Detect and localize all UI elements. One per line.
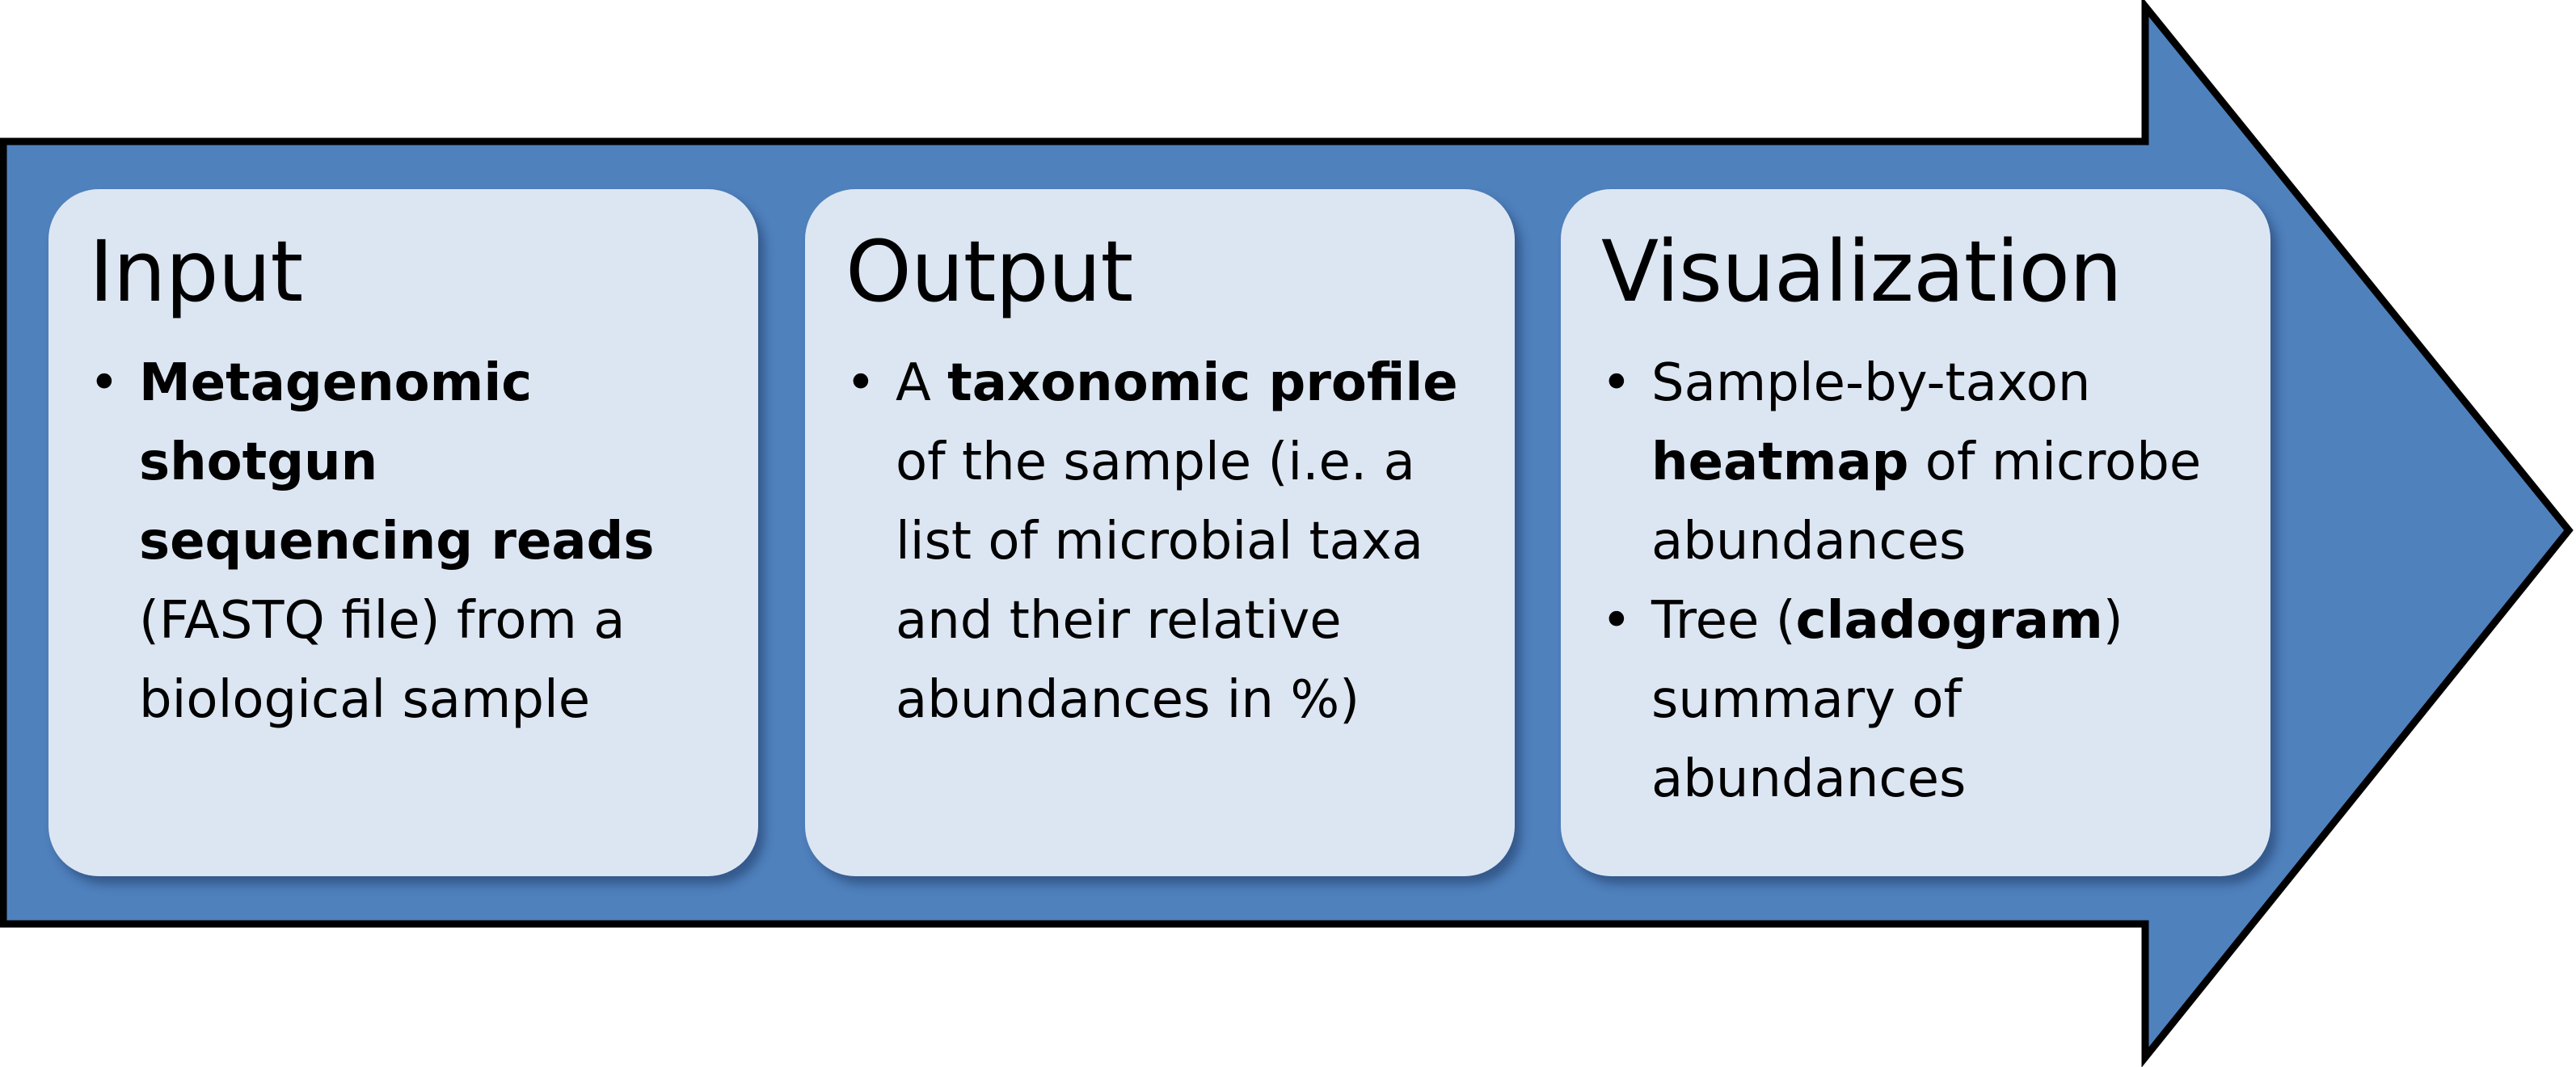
bold-text: cladogram [1795,590,2103,651]
text: ) summary of abundances [1651,590,2123,809]
panel-title: Input [89,222,303,321]
bold-text: taxonomic profile [947,352,1458,413]
text: of microbe abundances [1651,432,2202,571]
input-panel: Input Metagenomic shotgun sequencing rea… [48,189,758,876]
bullet-list: A taxonomic profile of the sample (i.e. … [845,344,1482,740]
text: (FASTQ file) from a biological sample [139,590,626,730]
bullet-list: Metagenomic shotgun sequencing reads (FA… [89,344,726,740]
text: Tree ( [1651,590,1796,651]
bullet-item: A taxonomic profile of the sample (i.e. … [845,344,1482,740]
text: Sample-by-taxon [1651,352,2091,413]
panel-title: Visualization [1601,222,2123,321]
bullet-list: Sample-by-taxon heatmap of microbe abund… [1601,344,2238,819]
bold-text: heatmap [1651,432,1909,492]
bullet-item: Tree (cladogram) summary of abundances [1601,581,2238,819]
panel-title: Output [845,222,1133,321]
text: A [896,352,948,413]
visualization-panel: Visualization Sample-by-taxon heatmap of… [1561,189,2270,876]
output-panel: Output A taxonomic profile of the sample… [805,189,1515,876]
bullet-item: Metagenomic shotgun sequencing reads (FA… [89,344,726,740]
text: of the sample (i.e. a list of microbial … [896,432,1423,730]
bold-text: Metagenomic shotgun sequencing reads [139,352,655,571]
bullet-item: Sample-by-taxon heatmap of microbe abund… [1601,344,2238,581]
